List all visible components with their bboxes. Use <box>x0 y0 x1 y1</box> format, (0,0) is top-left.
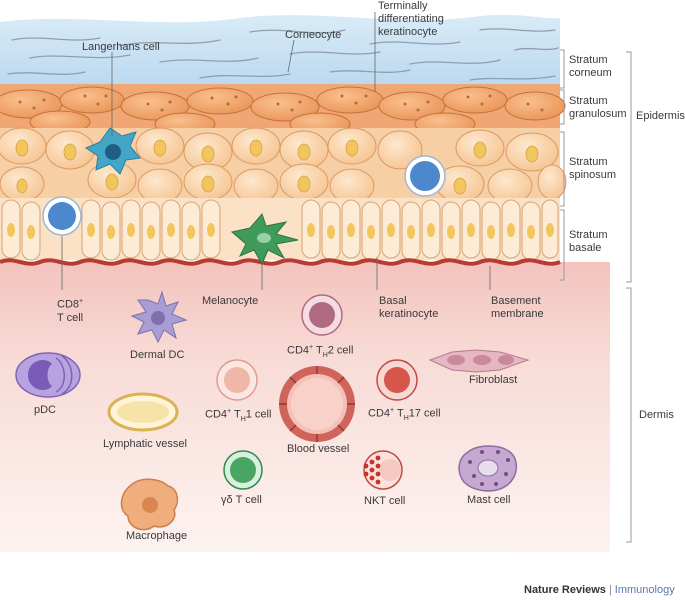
label-mast-cell: Mast cell <box>467 494 511 506</box>
mast-cell-shape <box>458 445 518 492</box>
label-th17-sub: H <box>403 414 409 422</box>
langerhans-cell-shape <box>84 127 141 175</box>
label-stratum-granulosum: Stratum granulosum <box>569 95 626 121</box>
basement-membrane <box>0 258 561 266</box>
label-stratum-basale: Stratum basale <box>569 229 608 255</box>
label-corneocyte: Corneocyte <box>285 29 342 41</box>
th1-cell-shape <box>216 359 258 401</box>
label-basal-line-2: keratinocyte <box>379 308 439 320</box>
macrophage-shape <box>120 478 179 531</box>
label-dermis: Dermis <box>639 409 674 421</box>
label-melanocyte: Melanocyte <box>202 295 259 307</box>
blood-vessel-shape <box>279 366 355 442</box>
label-terminal-line-1: Terminally <box>378 0 428 12</box>
label-terminal-line-3: keratinocyte <box>378 26 438 38</box>
label-th2-cell: CD4+ TH2 cell <box>287 341 353 362</box>
label-th17-mid: T <box>394 407 404 420</box>
label-th1-sup: + <box>227 408 232 415</box>
pointer-lines <box>61 12 491 290</box>
label-cd8-t-cell: CD8+ T cell <box>57 295 83 325</box>
label-nkt-cell: NKT cell <box>364 495 406 507</box>
label-terminal-line-2: differentiating <box>378 13 444 25</box>
label-cd8-text: CD8 <box>57 298 80 311</box>
label-cd8-line-1: CD8+ <box>57 295 83 312</box>
label-epidermis: Epidermis <box>636 110 685 122</box>
label-th2-sup: + <box>309 344 314 351</box>
journal-credit: Nature Reviews|Immunology <box>524 584 675 596</box>
th17-cell-shape <box>376 359 418 401</box>
label-fibroblast: Fibroblast <box>469 374 518 386</box>
label-th17-sup: + <box>390 407 395 414</box>
dermal-dc-shape <box>130 290 188 344</box>
stratum-basale-layer <box>0 198 560 261</box>
label-th2-pre: CD4 <box>287 344 310 357</box>
label-th17-cell: CD4+ TH17 cell <box>368 404 441 425</box>
intraepidermal-t-cell-shape <box>404 155 446 197</box>
stratum-spinosum-layer <box>0 127 567 204</box>
label-cd8-sup: + <box>79 298 84 305</box>
label-gd-t-cell: γδ T cell <box>221 494 262 506</box>
label-stratum-spinosum: Stratum spinosum <box>569 156 616 182</box>
label-spinosum-line-2: spinosum <box>569 169 617 181</box>
label-cd8-line-2: T cell <box>57 311 84 324</box>
stratum-corneum-layer <box>0 14 560 92</box>
label-th2-mid: T <box>313 344 323 357</box>
label-blood-vessel: Blood vessel <box>287 443 350 455</box>
label-dermal-dc: Dermal DC <box>130 349 185 361</box>
label-th1-sub: H <box>240 415 246 423</box>
label-corneum-line-1: Stratum <box>569 54 608 66</box>
gd-t-cell-shape <box>223 450 263 490</box>
label-th1-pre: CD4 <box>205 408 228 421</box>
label-basement-membrane: Basement membrane <box>491 295 544 321</box>
label-lymphatic-vessel: Lymphatic vessel <box>103 438 187 450</box>
lymphatic-vessel-shape <box>107 392 179 432</box>
label-basement-line-2: membrane <box>491 308 544 320</box>
label-th17-pre: CD4 <box>368 407 391 420</box>
label-basale-line-1: Stratum <box>569 229 608 241</box>
label-stratum-corneum: Stratum corneum <box>569 54 612 80</box>
label-corneum-line-2: corneum <box>569 67 612 79</box>
fibroblast-shape <box>428 349 530 373</box>
label-macrophage: Macrophage <box>126 530 188 542</box>
credit-journal: Nature Reviews <box>524 584 606 596</box>
stratum-granulosum-layer <box>0 84 566 136</box>
label-langerhans-cell: Langerhans cell <box>82 41 160 53</box>
label-basal-keratinocyte: Basal keratinocyte <box>379 295 438 321</box>
label-th1-cell: CD4+ TH1 cell <box>205 405 271 426</box>
label-spinosum-line-1: Stratum <box>569 156 608 168</box>
credit-subject: Immunology <box>614 584 675 596</box>
nkt-cell-shape <box>363 450 403 490</box>
label-terminally-differentiating-keratinocyte: Terminally differentiating keratinocyte <box>378 0 444 39</box>
th2-cell-shape <box>301 294 343 336</box>
label-th2-sub: H <box>322 351 328 359</box>
pdc-shape <box>15 352 81 398</box>
label-basement-line-1: Basement <box>491 295 541 307</box>
label-granulosum-line-2: granulosum <box>569 108 627 120</box>
credit-separator: | <box>608 584 612 596</box>
label-basale-line-2: basale <box>569 242 602 254</box>
layer-brackets <box>560 49 632 543</box>
label-pdc: pDC <box>34 404 57 416</box>
label-th2-post: 2 cell <box>327 344 354 357</box>
label-th17-post: 17 cell <box>408 407 441 420</box>
cd8-t-cell-shape <box>42 196 82 236</box>
label-granulosum-line-1: Stratum <box>569 95 608 107</box>
label-th1-post: 1 cell <box>245 408 272 421</box>
label-basal-line-1: Basal <box>379 295 407 307</box>
label-th1-mid: T <box>231 408 241 421</box>
melanocyte-shape <box>230 213 299 266</box>
